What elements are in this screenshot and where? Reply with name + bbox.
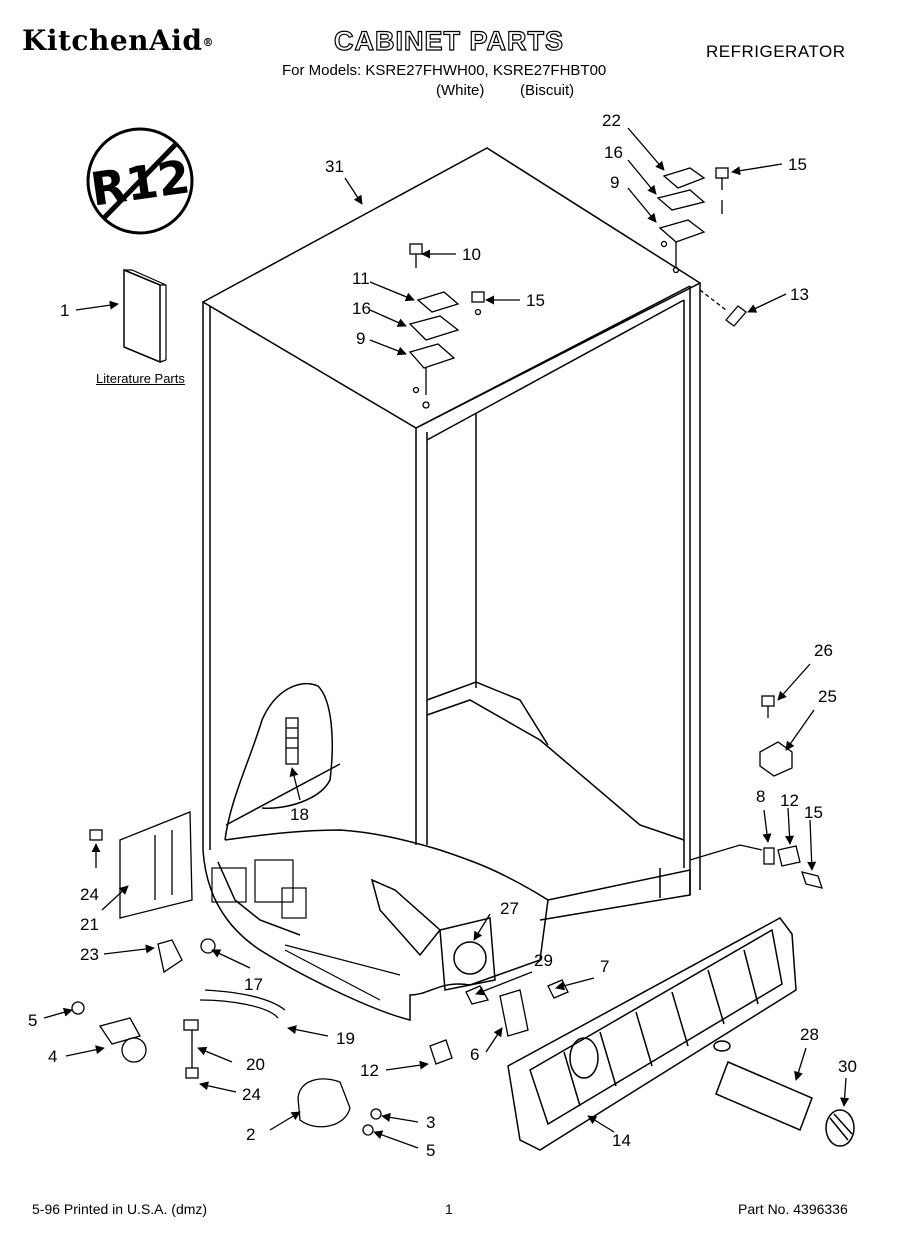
callout-3: 3 bbox=[426, 1113, 435, 1132]
leader-lines bbox=[43, 127, 850, 1149]
compressor-area bbox=[211, 859, 401, 1001]
callout-5b: 5 bbox=[426, 1141, 435, 1160]
callout-28: 28 bbox=[800, 1025, 819, 1044]
brand-logo: KitchenAid® bbox=[22, 24, 214, 57]
callout-4: 4 bbox=[48, 1047, 57, 1066]
page-title: CABINET PARTS bbox=[333, 25, 565, 56]
callout-14: 14 bbox=[612, 1131, 631, 1150]
callout-19: 19 bbox=[336, 1029, 355, 1048]
callout-24b: 24 bbox=[242, 1085, 261, 1104]
callout-15: 15 bbox=[788, 155, 807, 174]
callout-15b: 15 bbox=[526, 291, 545, 310]
screw-top-right bbox=[715, 167, 729, 214]
callout-23: 23 bbox=[80, 945, 99, 964]
part-13-pin bbox=[699, 289, 747, 327]
callout-1: 1 bbox=[60, 301, 69, 320]
callout-numbers: 31 22 16 9 15 10 11 16 15 9 13 1 26 25 8… bbox=[28, 111, 857, 1160]
callout-7: 7 bbox=[600, 957, 609, 976]
lower-parts bbox=[71, 979, 569, 1136]
callout-12: 12 bbox=[780, 791, 799, 810]
color-biscuit-label: (Biscuit) bbox=[520, 82, 575, 99]
footer-part-number: Part No. 4396336 bbox=[738, 1201, 848, 1217]
callout-22: 22 bbox=[602, 111, 621, 130]
fan-shroud bbox=[370, 878, 496, 991]
literature-booklet bbox=[123, 268, 167, 364]
callout-8: 8 bbox=[756, 787, 765, 806]
upper-right-hinge bbox=[656, 167, 706, 274]
callout-13: 13 bbox=[790, 285, 809, 304]
callout-6: 6 bbox=[470, 1045, 479, 1064]
models-line: For Models: KSRE27FHWH00, KSRE27FHBT00 bbox=[282, 62, 607, 79]
water-filter bbox=[713, 1040, 813, 1131]
footer-print-info: 5-96 Printed in U.S.A. (dmz) bbox=[32, 1201, 208, 1217]
callout-24: 24 bbox=[80, 885, 99, 904]
callout-21: 21 bbox=[80, 915, 99, 934]
callout-9b: 9 bbox=[356, 329, 365, 348]
callout-5: 5 bbox=[28, 1011, 37, 1030]
callout-16: 16 bbox=[604, 143, 623, 162]
screw-center-10 bbox=[409, 243, 423, 268]
callout-25: 25 bbox=[818, 687, 837, 706]
product-name: REFRIGERATOR bbox=[706, 42, 846, 61]
r12-badge: R12 bbox=[86, 127, 194, 235]
screw-center-15 bbox=[471, 291, 485, 316]
color-white-label: (White) bbox=[436, 82, 485, 99]
callout-31: 31 bbox=[325, 157, 344, 176]
callout-12b: 12 bbox=[360, 1061, 379, 1080]
callout-11: 11 bbox=[352, 269, 370, 288]
cabinet-shell bbox=[201, 147, 702, 921]
center-hinge bbox=[408, 291, 460, 409]
callout-15c: 15 bbox=[804, 803, 823, 822]
right-bracket-parts bbox=[689, 695, 823, 889]
machine-compartment bbox=[202, 682, 549, 1021]
drain-tube bbox=[285, 717, 299, 765]
callout-27: 27 bbox=[500, 899, 519, 918]
callout-29: 29 bbox=[534, 951, 553, 970]
literature-parts-label: Literature Parts bbox=[96, 371, 185, 386]
callout-20: 20 bbox=[246, 1055, 265, 1074]
callout-9: 9 bbox=[610, 173, 619, 192]
footer-page-number: 1 bbox=[445, 1201, 453, 1217]
base-grille bbox=[507, 917, 797, 1151]
callout-16b: 16 bbox=[352, 299, 371, 318]
filter-cap bbox=[825, 1109, 855, 1147]
callout-26: 26 bbox=[814, 641, 833, 660]
callout-10: 10 bbox=[462, 245, 481, 264]
callout-2: 2 bbox=[246, 1125, 255, 1144]
callout-17: 17 bbox=[244, 975, 263, 994]
callout-18: 18 bbox=[290, 805, 309, 824]
callout-30: 30 bbox=[838, 1057, 857, 1076]
